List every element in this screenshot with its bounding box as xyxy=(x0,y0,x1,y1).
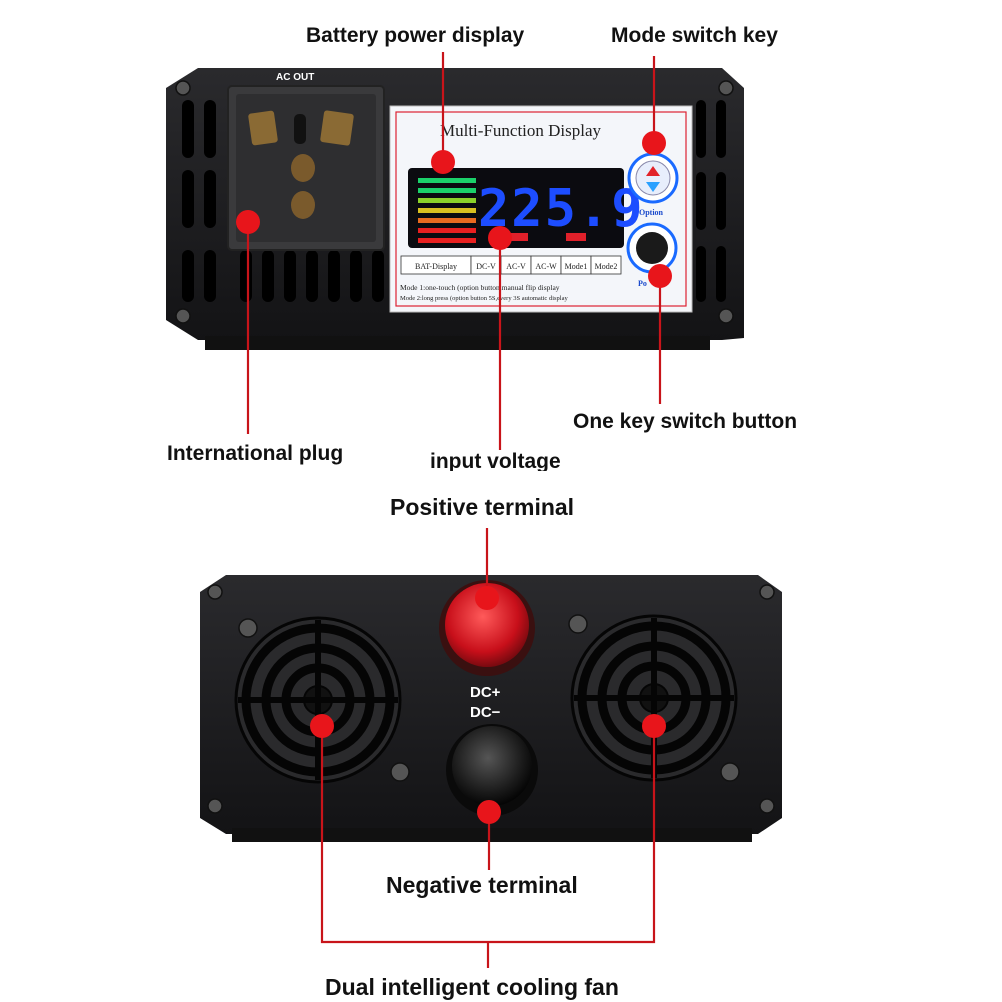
dc-minus-label: DC− xyxy=(470,704,501,721)
vent-slots-right xyxy=(696,100,726,302)
option-button[interactable] xyxy=(627,152,679,204)
battery-bars xyxy=(418,178,476,243)
fan-left xyxy=(234,616,402,784)
ac-out-label: AC OUT xyxy=(276,72,314,83)
callout-lines xyxy=(246,52,662,968)
power-label: Po xyxy=(638,279,647,288)
display-title: Multi-Function Display xyxy=(440,121,602,140)
mode-tab-label: DC-V xyxy=(476,262,496,271)
ac-outlet xyxy=(227,85,385,251)
up-arrow-icon xyxy=(646,166,660,176)
negative-terminal-knob xyxy=(446,724,538,816)
mode-note-2: Mode 2:long press (option button 5S,ever… xyxy=(400,295,568,302)
callout-international-plug: International plug xyxy=(167,442,344,465)
screws-rear xyxy=(207,584,775,814)
mode-tab-label: AC-V xyxy=(506,262,526,271)
callout-dots xyxy=(236,131,672,824)
front-unit: AC OUT Multi-Function Display xyxy=(166,68,744,350)
callout-positive-terminal: Positive terminal xyxy=(390,494,575,520)
vent-slots-left xyxy=(182,100,384,302)
power-button[interactable] xyxy=(626,222,678,274)
option-label: Option xyxy=(639,208,664,217)
mode-tab-label: BAT-Display xyxy=(415,262,457,271)
mode-tab-box xyxy=(590,255,622,275)
positive-terminal-knob xyxy=(439,580,535,676)
mode-tab-label: AC-W xyxy=(535,262,557,271)
dc-plus-label: DC+ xyxy=(470,684,501,701)
callout-battery-power-display: Battery power display xyxy=(306,24,525,47)
mode-tab-label: Mode1 xyxy=(565,262,588,271)
callout-negative-terminal: Negative terminal xyxy=(386,872,578,898)
mode-note-1: Mode 1:one-touch (option button,manual f… xyxy=(400,283,560,292)
callout-mode-switch-key: Mode switch key xyxy=(611,24,778,47)
mode-tab-label: Mode2 xyxy=(595,262,618,271)
callout-input-voltage: input voltage xyxy=(430,450,561,471)
rear-unit: DC+ DC− xyxy=(200,575,782,842)
callout-one-key-switch-button: One key switch button xyxy=(573,410,798,433)
screws-front xyxy=(175,80,734,324)
callout-dual-cooling-fan: Dual intelligent cooling fan xyxy=(325,974,619,1000)
mode-tabs: BAT-Display DC-V AC-V AC-W Mode1 Mode2 xyxy=(400,255,622,275)
down-arrow-icon xyxy=(646,182,660,192)
